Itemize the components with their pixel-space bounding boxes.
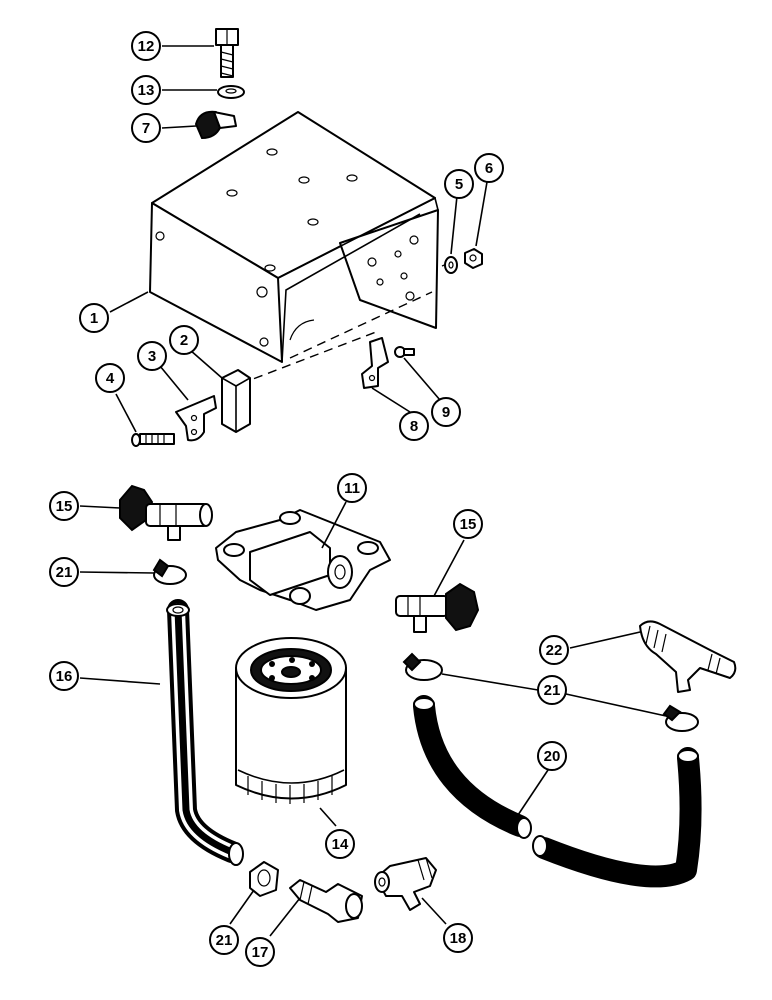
- small-screw: [394, 346, 415, 358]
- callout-circle: [131, 31, 161, 61]
- hose-clamp-left: [152, 558, 187, 585]
- callout-number: 21: [216, 932, 233, 949]
- callout-c11: 11: [337, 473, 367, 503]
- callout-c8: 8: [399, 411, 429, 441]
- callout-c21b: 21: [537, 675, 567, 705]
- callout-c15a: 15: [49, 491, 79, 521]
- hose-clip: [194, 110, 237, 140]
- hose-fitting: [249, 861, 279, 897]
- callout-c21c: 21: [209, 925, 239, 955]
- callout-circle: [539, 635, 569, 665]
- callout-circle: [169, 325, 199, 355]
- flat-washer: [444, 256, 458, 274]
- callout-c13: 13: [131, 75, 161, 105]
- callout-number: 5: [455, 176, 463, 193]
- callout-circle: [245, 937, 275, 967]
- callout-circle: [131, 75, 161, 105]
- tee-drain-fitting: [374, 857, 437, 911]
- callout-circle: [537, 741, 567, 771]
- callout-number: 20: [544, 748, 561, 765]
- lock-washer: [217, 85, 245, 99]
- callout-circle: [131, 113, 161, 143]
- filter-element: [235, 637, 347, 804]
- callout-c21a: 21: [49, 557, 79, 587]
- callout-number: 2: [180, 332, 188, 349]
- spacer-block: [221, 369, 251, 433]
- callout-circle: [209, 925, 239, 955]
- callout-number: 22: [546, 642, 563, 659]
- callout-number: 21: [544, 682, 561, 699]
- bracket-clamp: [361, 337, 389, 389]
- callout-number: 14: [332, 836, 349, 853]
- callout-c3: 3: [137, 341, 167, 371]
- mounting-strap: [175, 395, 217, 442]
- hose-clamp-right: [662, 704, 699, 732]
- callout-c2: 2: [169, 325, 199, 355]
- callout-number: 11: [344, 480, 360, 497]
- callout-circle: [137, 341, 167, 371]
- callout-c14: 14: [325, 829, 355, 859]
- callout-c6: 6: [474, 153, 504, 183]
- callout-c5: 5: [444, 169, 474, 199]
- callout-c17: 17: [245, 937, 275, 967]
- hose-20: [413, 695, 702, 888]
- filter-head: [215, 509, 391, 611]
- callout-number: 1: [90, 310, 98, 327]
- callout-c12: 12: [131, 31, 161, 61]
- callout-c22: 22: [539, 635, 569, 665]
- callout-c9: 9: [431, 397, 461, 427]
- callout-circle: [337, 473, 367, 503]
- callout-c20: 20: [537, 741, 567, 771]
- callout-c4: 4: [95, 363, 125, 393]
- hex-nut: [464, 248, 483, 269]
- callout-number: 4: [106, 370, 115, 387]
- callout-circle: [453, 509, 483, 539]
- callout-circle: [95, 363, 125, 393]
- shutoff-valve-left: [119, 484, 213, 541]
- bolt: [215, 28, 239, 78]
- callout-number: 17: [252, 944, 269, 961]
- callout-number: 9: [442, 404, 450, 421]
- callout-circle: [431, 397, 461, 427]
- callout-number: 21: [56, 564, 73, 581]
- callout-circle: [443, 923, 473, 953]
- shutoff-valve-right: [395, 582, 480, 633]
- callout-number: 15: [56, 498, 73, 515]
- callout-circle: [49, 491, 79, 521]
- callout-circle: [49, 557, 79, 587]
- tee-fitting: [639, 620, 737, 693]
- callout-number: 15: [460, 516, 477, 533]
- callout-number: 18: [450, 930, 467, 947]
- callout-circle: [444, 169, 474, 199]
- callout-c1: 1: [79, 303, 109, 333]
- hose-16: [166, 599, 244, 866]
- screw: [131, 433, 175, 447]
- leader-lines: [79, 45, 667, 937]
- callout-c7: 7: [131, 113, 161, 143]
- callout-circle: [79, 303, 109, 333]
- callout-number: 16: [56, 668, 73, 685]
- elbow-fitting: [289, 879, 363, 923]
- callout-number: 6: [485, 160, 493, 177]
- callout-number: 7: [142, 120, 150, 137]
- callout-c18: 18: [443, 923, 473, 953]
- callout-c16: 16: [49, 661, 79, 691]
- callout-number: 3: [148, 348, 156, 365]
- callout-circle: [399, 411, 429, 441]
- callout-number: 12: [138, 38, 155, 55]
- callout-circle: [537, 675, 567, 705]
- hose-clamp-middle: [402, 652, 443, 681]
- callout-number: 13: [138, 82, 155, 99]
- callout-c15b: 15: [453, 509, 483, 539]
- callout-circle: [474, 153, 504, 183]
- callout-circle: [325, 829, 355, 859]
- mounting-bracket: [149, 111, 453, 385]
- callout-number: 8: [410, 418, 418, 435]
- callout-circle: [49, 661, 79, 691]
